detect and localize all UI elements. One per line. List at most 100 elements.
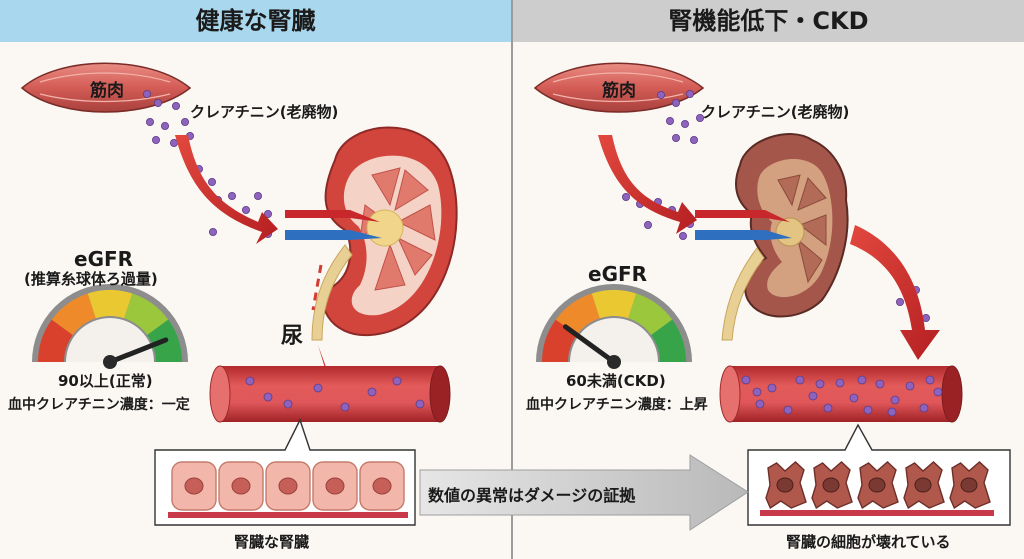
creatinine-dot (169, 138, 178, 147)
creatinine-dot (690, 135, 699, 144)
left-vein (285, 230, 382, 240)
gauge-segment (87, 290, 133, 319)
basement-membrane (168, 512, 408, 518)
left-ureter (311, 244, 353, 341)
blood-creatinine-dot (415, 399, 425, 409)
creatinine-dot (666, 117, 675, 126)
gauge-segment (51, 293, 96, 335)
damaged-nucleus (960, 477, 978, 493)
blood-creatinine-dot (245, 376, 255, 386)
left-vessel-creatinine-dots (245, 376, 425, 412)
creatinine-dot (696, 114, 705, 123)
blood-creatinine-dot (887, 407, 897, 417)
creatinine-dot (657, 91, 666, 100)
right-damaged-cells (760, 461, 994, 516)
creatinine-dot (171, 102, 180, 111)
right-egfr-value-label: 60未満(CKD) (566, 372, 666, 390)
right-vein (695, 230, 792, 240)
cell-nucleus (325, 477, 345, 495)
gauge-hub (103, 355, 117, 369)
left-muscle-label: 筋肉 (90, 81, 124, 101)
right-artery (695, 210, 790, 222)
creatinine-dot (679, 231, 688, 240)
gauge-needle (107, 337, 169, 365)
creatinine-dot (681, 120, 690, 129)
left-egfr-title: eGFR (74, 247, 134, 271)
left-egfr-value-label: 90以上(正常) (58, 372, 153, 390)
creatinine-dot (622, 192, 631, 201)
creatinine-dot (153, 99, 162, 108)
blood-creatinine-dot (808, 391, 818, 401)
left-creatinine-arrow (175, 135, 278, 244)
blood-creatinine-dot (857, 375, 867, 385)
right-blood-vessel-icon (719, 365, 963, 423)
left-healthy-cells (168, 461, 408, 518)
creatinine-dot (263, 209, 272, 218)
left-kidney-icon (323, 126, 458, 337)
blood-creatinine-dot (755, 399, 765, 409)
left-gauge-icon (32, 284, 188, 369)
right-egfr-title: eGFR (588, 262, 648, 286)
gauge-segment (124, 293, 169, 335)
gauge-face (570, 318, 658, 362)
creatinine-dot (145, 118, 154, 127)
blood-creatinine-dot (849, 393, 859, 403)
blood-creatinine-dot (919, 403, 929, 413)
damaged-nucleus (868, 477, 886, 493)
basement-membrane (760, 510, 994, 516)
blood-creatinine-dot (283, 399, 293, 409)
damaged-nucleus (776, 477, 794, 493)
creatinine-dot (644, 220, 653, 229)
left-artery (285, 210, 380, 222)
right-header-bar (513, 0, 1024, 42)
center-banner-arrow-icon (419, 454, 749, 531)
right-panel-title: 腎機能低下・CKD (668, 7, 869, 35)
left-panel-title: 健康な腎臓 (195, 7, 316, 35)
damaged-nucleus (914, 477, 932, 493)
right-vessel-creatinine-dots (741, 375, 943, 417)
creatinine-dot (142, 90, 151, 99)
right-creatinine-label: クレアチニン(老廃物) (701, 103, 850, 121)
creatinine-dot (160, 122, 169, 131)
blood-creatinine-dot (741, 375, 751, 385)
right-gauge-icon (536, 284, 692, 369)
blood-creatinine-dot (863, 405, 873, 415)
blood-creatinine-dot (925, 375, 935, 385)
creatinine-dot (253, 191, 262, 200)
panel-divider (511, 0, 513, 559)
blood-creatinine-dot (835, 378, 845, 388)
gauge-segment (651, 319, 686, 362)
gauge-segment (38, 319, 73, 362)
blood-creatinine-dot (752, 387, 762, 397)
left-cell-caption: 腎臓な腎臓 (234, 533, 310, 551)
gauge-hub (607, 355, 621, 369)
left-blood-level-label: 血中クレアチニン濃度：一定 (8, 397, 190, 413)
left-creatinine-label: クレアチニン(老廃物) (190, 103, 339, 121)
right-cell-caption: 腎臓の細胞が壊れている (786, 533, 951, 551)
blood-creatinine-dot (890, 395, 900, 405)
left-muscle-icon (20, 62, 192, 113)
blood-creatinine-dot (933, 387, 943, 397)
right-muscle-label: 筋肉 (602, 81, 636, 101)
cell-nucleus (231, 477, 251, 495)
left-urine-flow-arrow (311, 264, 323, 311)
blood-creatinine-dot (263, 392, 273, 402)
left-blood-vessel-icon (209, 365, 451, 423)
blood-creatinine-dot (340, 402, 350, 412)
blood-creatinine-dot (313, 383, 323, 393)
creatinine-dot (896, 297, 905, 306)
left-egfr-subtitle: (推算糸球体ろ過量) (24, 270, 158, 288)
cell-nucleus (372, 477, 392, 495)
damaged-nucleus (822, 477, 840, 493)
blood-creatinine-dot (392, 376, 402, 386)
gauge-segment (628, 293, 673, 335)
urine-label: 尿 (281, 324, 304, 349)
creatinine-dot (180, 118, 189, 127)
creatinine-dot (208, 227, 217, 236)
right-blood-level-label: 血中クレアチニン濃度：上昇 (526, 397, 708, 413)
creatinine-dot (227, 191, 236, 200)
blood-creatinine-dot (783, 405, 793, 415)
cell-nucleus (184, 477, 204, 495)
